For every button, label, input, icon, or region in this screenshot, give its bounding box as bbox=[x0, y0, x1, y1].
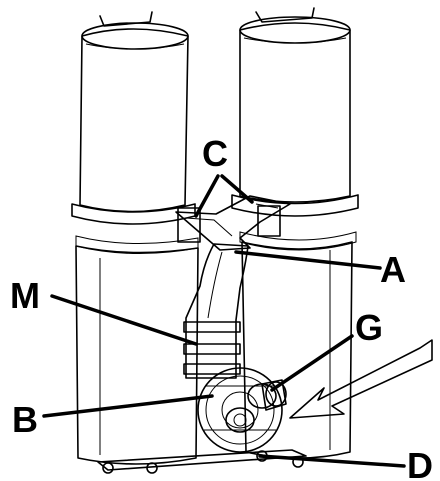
base-frame bbox=[97, 449, 307, 474]
lower-collection-bags bbox=[75, 231, 357, 465]
label-b: B bbox=[12, 399, 38, 440]
label-m: M bbox=[10, 275, 40, 316]
airflow-arrow bbox=[289, 339, 433, 419]
leader-lines bbox=[42, 174, 406, 468]
leader-c-right bbox=[220, 174, 254, 204]
leader-b bbox=[42, 394, 214, 418]
leader-a bbox=[234, 250, 382, 270]
label-a: A bbox=[380, 249, 406, 290]
intake-port bbox=[261, 379, 287, 411]
leader-g bbox=[270, 334, 354, 392]
leader-d bbox=[258, 454, 406, 468]
inlet-pipe bbox=[183, 243, 249, 379]
leader-m bbox=[50, 294, 198, 346]
label-c: C bbox=[202, 133, 228, 174]
leader-c-left bbox=[194, 174, 220, 218]
label-d: D bbox=[407, 445, 433, 481]
left-filter-bag bbox=[71, 11, 196, 225]
right-filter-bag bbox=[231, 7, 359, 217]
y-splitter-duct bbox=[175, 195, 291, 251]
blower-housing bbox=[197, 367, 283, 453]
label-g: G bbox=[355, 307, 383, 348]
